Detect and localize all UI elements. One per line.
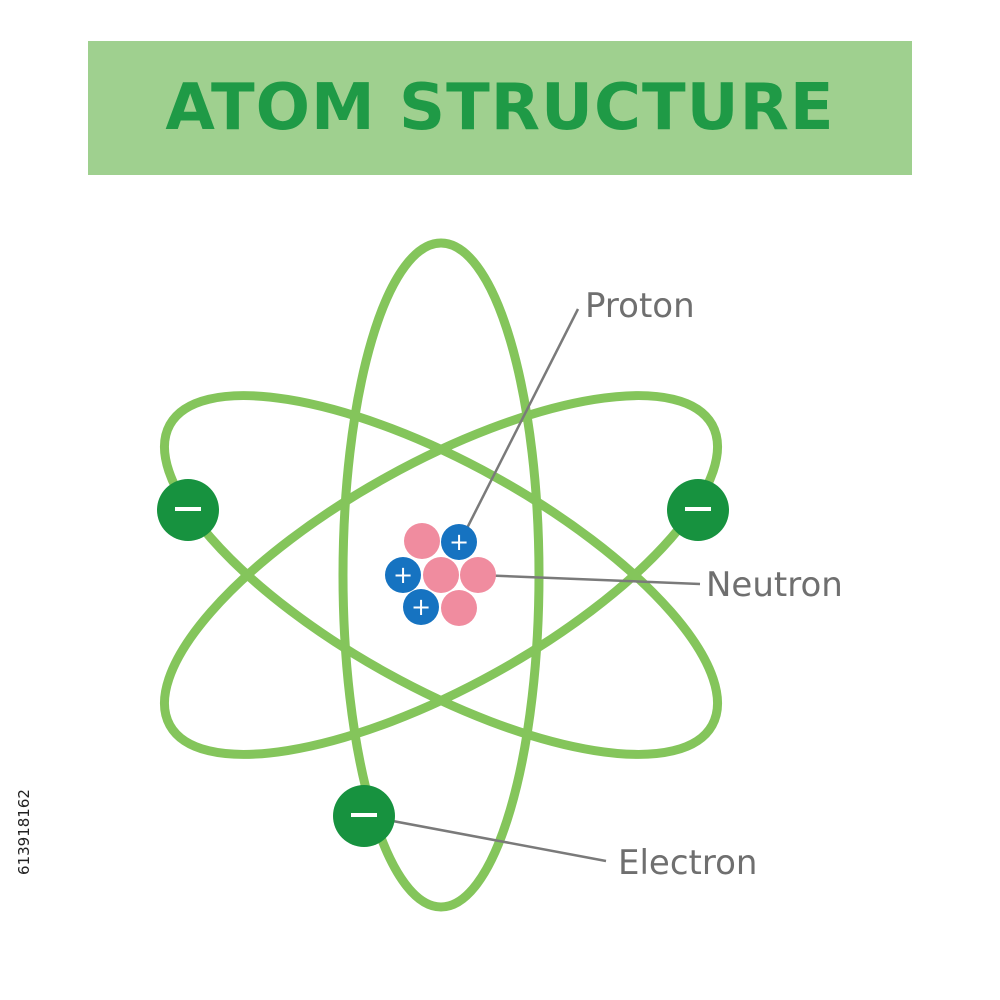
proton-icon: + [441, 524, 477, 560]
neutron-icon [423, 557, 459, 593]
neutron-label: Neutron [706, 565, 843, 605]
electron-icon [333, 785, 395, 847]
proton-label: Proton [585, 286, 695, 326]
neutron-icon [404, 523, 440, 559]
neutron-icon [460, 557, 496, 593]
leader-lines [365, 308, 701, 863]
proton-icon: + [403, 589, 439, 625]
svg-text:+: + [449, 528, 469, 556]
neutron-icon [441, 590, 477, 626]
electron-icon [667, 479, 729, 541]
proton-leader [459, 308, 580, 541]
orbit-vertical [338, 238, 544, 912]
title-banner: ATOM STRUCTURE [88, 41, 912, 175]
electron-label: Electron [618, 843, 758, 883]
orbit-tilted-left [159, 391, 723, 759]
stock-id-text: 613918162 [15, 789, 33, 875]
orbit-tilted-right [159, 391, 723, 759]
nucleus: + + + [385, 523, 496, 626]
electron-icon [157, 479, 219, 541]
stock-id-watermark: 613918162 [4, 770, 44, 894]
svg-text:+: + [411, 593, 431, 621]
neutron-leader [477, 573, 701, 586]
orbits [159, 238, 723, 912]
proton-icon: + [385, 557, 421, 593]
page-title: ATOM STRUCTURE [165, 71, 835, 145]
electron-leader [365, 814, 607, 863]
svg-text:+: + [393, 561, 413, 589]
